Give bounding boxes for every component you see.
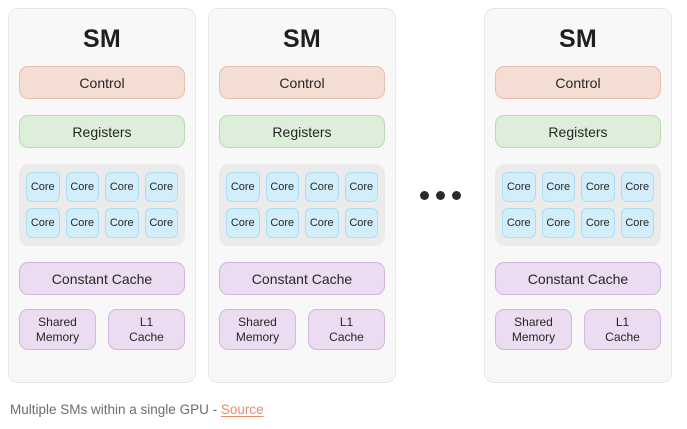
registers-block: Registers [219,115,385,148]
core-cell: Core [581,208,615,238]
core-cell: Core [226,208,260,238]
core-grid: Core Core Core Core Core Core Core Core [502,172,654,238]
ellipsis-dot-icon [419,191,429,200]
core-cell: Core [65,208,99,238]
shared-memory-block: Shared Memory [19,309,96,350]
core-cell: Core [502,172,536,202]
core-cell: Core [305,172,339,202]
constant-cache-block: Constant Cache [495,262,661,295]
core-cell: Core [26,208,60,238]
core-cell: Core [620,172,654,202]
registers-block: Registers [19,115,185,148]
caption-text: Multiple SMs within a single GPU - [10,402,221,417]
source-link[interactable]: Source [220,402,264,417]
sm-panel-2: SM Control Registers Core Core Core Core… [208,8,396,383]
ellipsis-indicator [408,8,472,383]
control-block: Control [495,66,661,99]
sm-title: SM [82,25,122,53]
shared-memory-block: Shared Memory [495,309,572,350]
core-grid-container: Core Core Core Core Core Core Core Core [219,164,385,246]
sm-panel-3: SM Control Registers Core Core Core Core… [484,8,672,383]
core-cell: Core [502,208,536,238]
ellipsis-dot-icon [451,191,461,200]
core-cell: Core [344,172,378,202]
constant-cache-block: Constant Cache [19,262,185,295]
core-cell: Core [265,172,299,202]
core-grid: Core Core Core Core Core Core Core Core [226,172,378,238]
memory-row: Shared Memory L1 Cache [19,309,185,350]
sm-panel-row: SM Control Registers Core Core Core Core… [8,8,672,383]
core-cell: Core [144,208,178,238]
core-cell: Core [226,172,260,202]
l1-cache-block: L1 Cache [584,309,661,350]
figure-caption: Multiple SMs within a single GPU - Sourc… [10,402,264,417]
core-grid-container: Core Core Core Core Core Core Core Core [19,164,185,246]
core-grid-container: Core Core Core Core Core Core Core Core [495,164,661,246]
core-cell: Core [620,208,654,238]
core-cell: Core [581,172,615,202]
core-cell: Core [65,172,99,202]
core-cell: Core [344,208,378,238]
sm-panel-1: SM Control Registers Core Core Core Core… [8,8,196,383]
l1-cache-block: L1 Cache [108,309,185,350]
constant-cache-block: Constant Cache [219,262,385,295]
sm-title: SM [282,25,322,53]
core-cell: Core [105,208,139,238]
control-block: Control [219,66,385,99]
core-cell: Core [105,172,139,202]
core-cell: Core [305,208,339,238]
registers-block: Registers [495,115,661,148]
memory-row: Shared Memory L1 Cache [495,309,661,350]
memory-row: Shared Memory L1 Cache [219,309,385,350]
core-grid: Core Core Core Core Core Core Core Core [26,172,178,238]
core-cell: Core [26,172,60,202]
ellipsis-dot-icon [435,191,445,200]
core-cell: Core [541,172,575,202]
shared-memory-block: Shared Memory [219,309,296,350]
core-cell: Core [541,208,575,238]
core-cell: Core [144,172,178,202]
l1-cache-block: L1 Cache [308,309,385,350]
core-cell: Core [265,208,299,238]
sm-title: SM [558,25,598,53]
control-block: Control [19,66,185,99]
